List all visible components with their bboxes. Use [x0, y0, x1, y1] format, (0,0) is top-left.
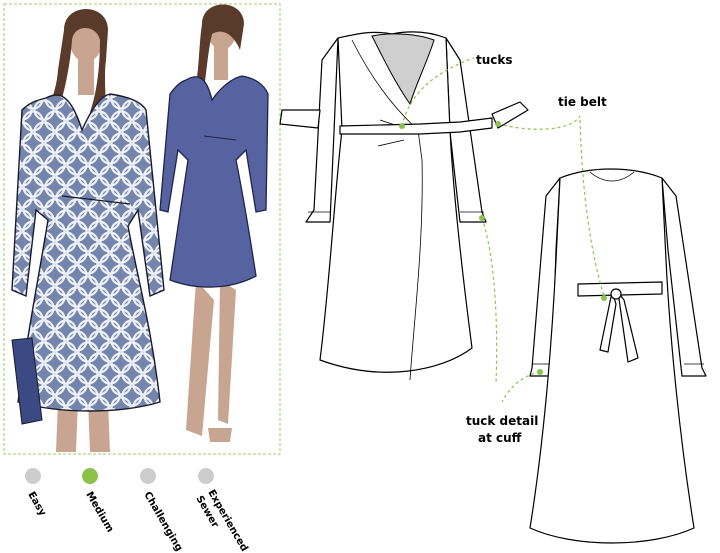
back-technical-sketch: [529, 168, 707, 544]
skill-dot-medium: [82, 468, 98, 484]
tuck-detail-label-line1: tuck detail: [466, 414, 538, 428]
tuck-detail-label-line2: at cuff: [478, 431, 522, 445]
skill-dot-easy: [25, 468, 41, 484]
model-solid-dress: [159, 4, 269, 442]
tucks-label: tucks: [476, 53, 513, 67]
skill-level-scale: Easy Medium Challenging Experienced Sewe…: [25, 468, 250, 553]
front-technical-sketch: [279, 31, 529, 381]
skill-label-medium: Medium: [83, 490, 115, 534]
tie-belt-label: tie belt: [558, 95, 607, 109]
skill-label-easy: Easy: [25, 490, 48, 518]
callout-leaders: [399, 57, 607, 403]
skill-dot-experienced: [198, 468, 214, 484]
model-printed-dress: [11, 9, 165, 452]
skill-label-challenging: Challenging: [141, 490, 184, 553]
skill-dot-challenging: [140, 468, 156, 484]
